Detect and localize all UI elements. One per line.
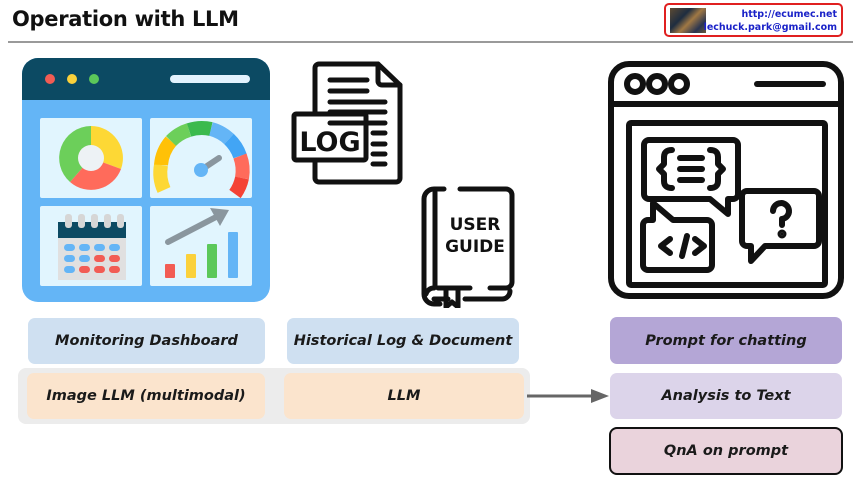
- prompt-chat-window-icon: [607, 60, 845, 304]
- llm-box: LLM: [284, 373, 524, 419]
- log-label: LOG: [299, 127, 360, 158]
- user-guide-line1: USER: [450, 215, 501, 235]
- flow-arrow-icon: [527, 386, 611, 410]
- title-divider: [8, 41, 853, 43]
- contact-email[interactable]: lechuck.park@gmail.com: [703, 22, 837, 33]
- monitoring-dashboard-box: Monitoring Dashboard: [28, 318, 265, 364]
- monitoring-dashboard-icon: [22, 58, 270, 306]
- image-llm-box: Image LLM (multimodal): [27, 373, 265, 419]
- contact-badge: http://ecumec.net lechuck.park@gmail.com: [664, 3, 843, 37]
- user-guide-line2: GUIDE: [445, 237, 505, 257]
- historical-log-document-box: Historical Log & Document: [287, 318, 519, 364]
- contact-url[interactable]: http://ecumec.net: [741, 9, 837, 20]
- author-thumbnail: [670, 8, 706, 33]
- user-guide-book-icon: USER GUIDE: [420, 186, 516, 312]
- log-file-icon: LOG: [290, 60, 410, 190]
- qna-on-prompt-box: QnA on prompt: [609, 427, 843, 475]
- prompt-for-chatting-box: Prompt for chatting: [610, 317, 842, 364]
- page-title: Operation with LLM: [12, 7, 239, 31]
- analysis-to-text-box: Analysis to Text: [610, 373, 842, 419]
